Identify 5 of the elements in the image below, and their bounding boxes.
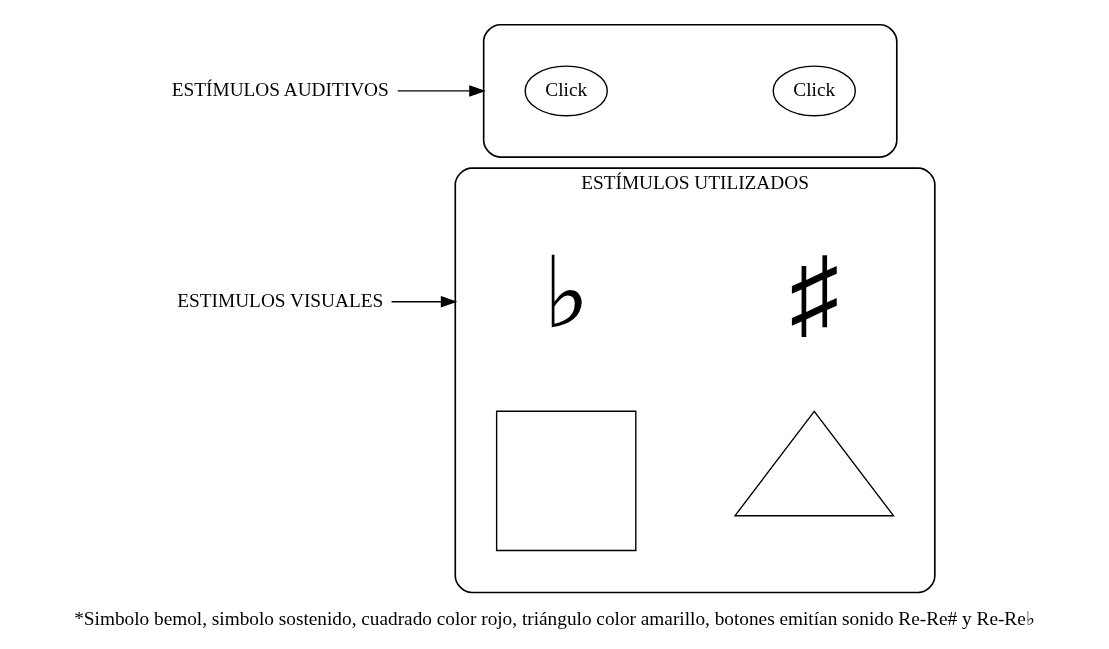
node-text: ♭ [542,238,590,348]
node-text: ♯ [789,238,840,348]
caption: *Simbolo bemol, simbolo sostenido, cuadrado color rojo, triángulo color amarillo, botones emitían sonido Re-Re# y Re-Re♭ [74,607,1035,629]
node-text: ESTIMULOS VISUALES [177,289,384,311]
node-text: ESTÍMULOS AUDITIVOS [171,79,389,101]
